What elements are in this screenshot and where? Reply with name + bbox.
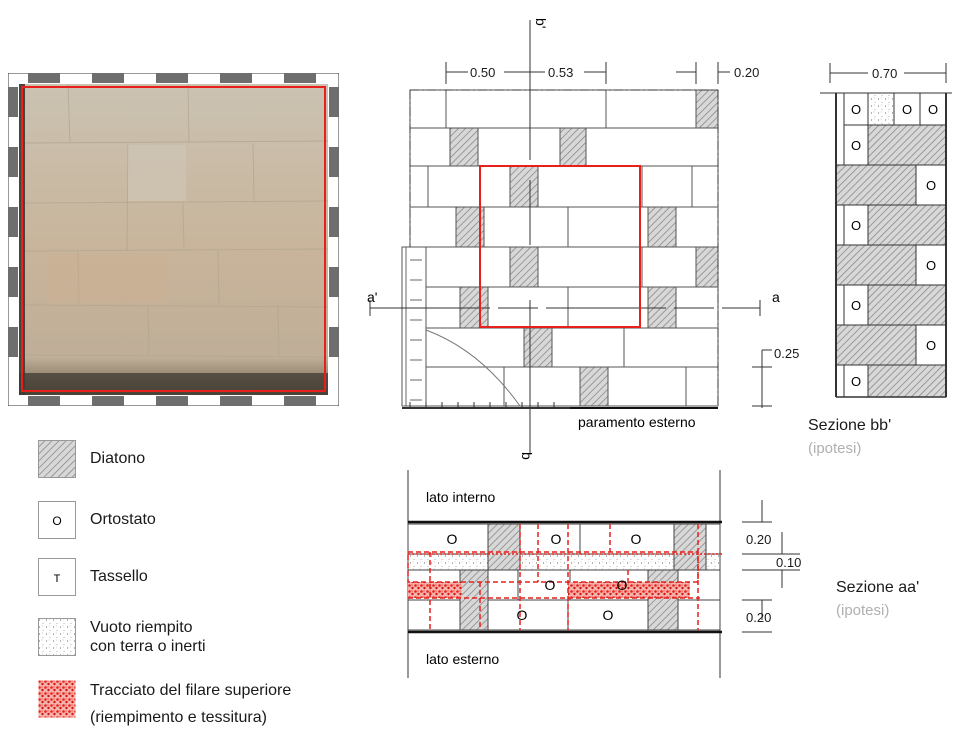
upper-course-trace <box>407 524 722 630</box>
section-bb-title: Sezione bb' <box>808 417 891 434</box>
legend-label: Diatono <box>90 450 146 467</box>
elevation-highlight-frame <box>479 165 641 328</box>
ortostato-symbol: O <box>551 531 562 547</box>
ortostato-symbol: O <box>603 607 614 623</box>
legend-label-line1: Vuoto riempito <box>90 619 193 636</box>
top-dimensions <box>445 62 730 84</box>
ortostato-symbol: O <box>517 607 528 623</box>
section-aa-title: Sezione aa' <box>836 579 919 596</box>
ortostato-symbol: O <box>926 338 936 353</box>
bb-blocks <box>820 92 952 398</box>
ortostato-symbol: O <box>617 577 628 593</box>
ortostato-symbol: O <box>902 102 912 117</box>
bb-dim-0-70: 0.70 <box>872 66 897 81</box>
section-bb-subtitle: (ipotesi) <box>808 440 861 457</box>
section-bb-drawing: 0.70 O O O O O O O O O O Sezione bb' <box>808 63 952 457</box>
diatono-swatch <box>38 440 76 478</box>
tassello-symbol: T <box>54 573 61 585</box>
section-aa-drawing: lato interno lato esterno <box>407 470 919 678</box>
aa-dimensions <box>742 500 800 633</box>
section-mark-a-right: a <box>772 289 780 305</box>
paramento-esterno-label: paramento esterno <box>578 414 696 430</box>
course-height-dimension <box>752 349 772 408</box>
section-axes <box>369 20 761 455</box>
ortostato-symbol: O <box>545 577 556 593</box>
vuoto-swatch <box>38 618 76 656</box>
ortostato-symbol: O <box>851 298 861 313</box>
lato-interno-label: lato interno <box>426 489 495 505</box>
bb-width-dimension <box>829 63 947 83</box>
legend-label-line2: con terra o inerti <box>90 638 206 655</box>
wall-photo-panel <box>8 73 339 406</box>
aa-blocks <box>407 523 721 631</box>
legend-label-line1: Tracciato del filare superiore <box>90 682 292 699</box>
legend-label: Tassello <box>90 568 148 585</box>
bb-ortostato-symbols: O O O O O O O O O O <box>851 102 938 389</box>
ortostato-symbol: O <box>851 218 861 233</box>
ortostato-symbol: O <box>447 531 458 547</box>
ortostato-symbol: O <box>926 258 936 273</box>
aa-dim-top: 0.20 <box>746 532 771 547</box>
ortostato-symbol: O <box>631 531 642 547</box>
ortostato-symbol: O <box>851 138 861 153</box>
dim-0-25: 0.25 <box>774 346 799 361</box>
photo-scale-frame <box>8 73 339 406</box>
legend-label-line2: (riempimento e tessitura) <box>90 709 267 726</box>
lato-esterno-label: lato esterno <box>426 651 499 667</box>
tassello-swatch: T <box>38 558 76 596</box>
legend-label: Ortostato <box>90 511 156 528</box>
wall-elevation-drawing: b' b a' a 0.50 0.53 0.20 0.25 paramento … <box>367 18 799 460</box>
dim-0-20: 0.20 <box>734 65 759 80</box>
ortostato-symbol: O <box>851 374 861 389</box>
aa-ortostato-symbols: O O O O O O O <box>447 531 642 623</box>
ortostato-swatch: O <box>38 501 76 539</box>
wall-photo <box>19 83 329 395</box>
section-mark-b-top: b' <box>533 18 549 28</box>
cutaway-detail <box>401 246 718 409</box>
photo-highlight-frame <box>21 86 326 392</box>
aa-dim-mid: 0.10 <box>776 555 801 570</box>
aa-dim-bottom: 0.20 <box>746 610 771 625</box>
legend: Diatono O Ortostato T Tassello Vuoto rie… <box>38 440 358 740</box>
section-mark-b-bottom: b <box>519 452 535 460</box>
section-aa-subtitle: (ipotesi) <box>836 602 889 619</box>
dim-0-50: 0.50 <box>470 65 495 80</box>
ortostato-symbol: O <box>926 178 936 193</box>
ortostato-symbol: O <box>851 102 861 117</box>
dim-0-53: 0.53 <box>548 65 573 80</box>
ortostato-symbol: O <box>52 514 61 528</box>
tracciato-swatch <box>38 680 76 718</box>
ortostato-symbol: O <box>928 102 938 117</box>
section-mark-a-left: a' <box>367 289 377 305</box>
